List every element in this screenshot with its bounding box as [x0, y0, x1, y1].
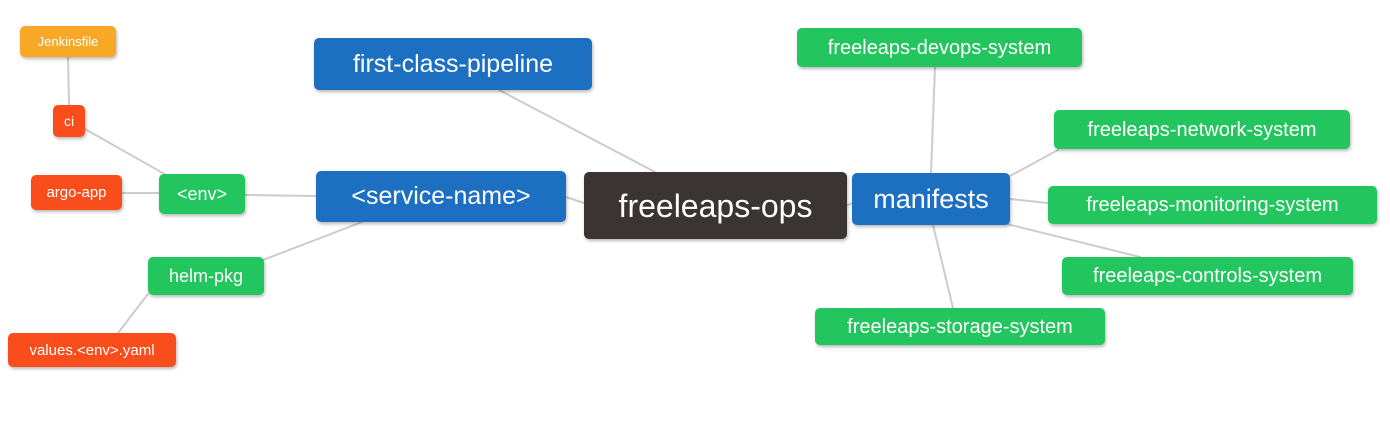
node-label: values.<env>.yaml: [29, 341, 155, 359]
node-freeleaps-storage-system[interactable]: freeleaps-storage-system: [815, 308, 1105, 345]
node-ci[interactable]: ci: [53, 105, 85, 137]
node-values-env-yaml[interactable]: values.<env>.yaml: [8, 333, 176, 367]
node-manifests[interactable]: manifests: [852, 173, 1010, 225]
node-label: freeleaps-devops-system: [827, 36, 1052, 59]
edge-manifests-to-freeleaps-monitoring-system: [1009, 198, 1049, 204]
node-freeleaps-monitoring-system[interactable]: freeleaps-monitoring-system: [1048, 186, 1377, 224]
node-label: freeleaps-monitoring-system: [1086, 194, 1339, 216]
node-argo-app[interactable]: argo-app: [31, 175, 122, 210]
edge-ci-to-env: [84, 128, 169, 177]
node-label: <env>: [176, 184, 228, 204]
node-freeleaps-controls-system[interactable]: freeleaps-controls-system: [1062, 257, 1353, 295]
node-freeleaps-devops-system[interactable]: freeleaps-devops-system: [797, 28, 1082, 67]
edge-service-name-to-freeleaps-ops: [565, 196, 585, 204]
node-freeleaps-network-system[interactable]: freeleaps-network-system: [1054, 110, 1350, 149]
node-label: freeleaps-storage-system: [847, 315, 1073, 338]
node-first-class-pipeline[interactable]: first-class-pipeline: [314, 38, 592, 90]
node-freeleaps-ops[interactable]: freeleaps-ops: [584, 172, 847, 239]
node-helm-pkg[interactable]: helm-pkg: [148, 257, 264, 295]
edge-manifests-to-freeleaps-devops-system: [930, 66, 936, 174]
node-label: <service-name>: [351, 182, 531, 210]
node-label: first-class-pipeline: [352, 49, 554, 78]
edge-env-to-service-name: [244, 194, 317, 197]
node-label: freeleaps-network-system: [1087, 118, 1317, 141]
node-label: freeleaps-ops: [618, 187, 813, 224]
node-label: helm-pkg: [168, 266, 244, 286]
edge-manifests-to-freeleaps-controls-system: [1006, 223, 1141, 258]
edge-first-class-pipeline-to-freeleaps-ops: [498, 89, 656, 173]
edge-manifests-to-freeleaps-network-system: [1009, 149, 1059, 177]
edge-helm-pkg-to-service-name: [262, 221, 363, 261]
node-label: argo-app: [46, 184, 107, 201]
edge-helm-pkg-to-values-env-yaml: [117, 293, 149, 334]
edge-manifests-to-freeleaps-storage-system: [932, 224, 954, 309]
node-label: Jenkinsfile: [37, 34, 99, 49]
node-service-name[interactable]: <service-name>: [316, 171, 566, 222]
node-env[interactable]: <env>: [159, 174, 245, 214]
edge-jenkinsfile-to-ci: [67, 56, 70, 106]
node-jenkinsfile[interactable]: Jenkinsfile: [20, 26, 116, 57]
node-label: freeleaps-controls-system: [1093, 265, 1322, 287]
node-label: ci: [63, 113, 75, 129]
node-label: manifests: [873, 183, 989, 214]
